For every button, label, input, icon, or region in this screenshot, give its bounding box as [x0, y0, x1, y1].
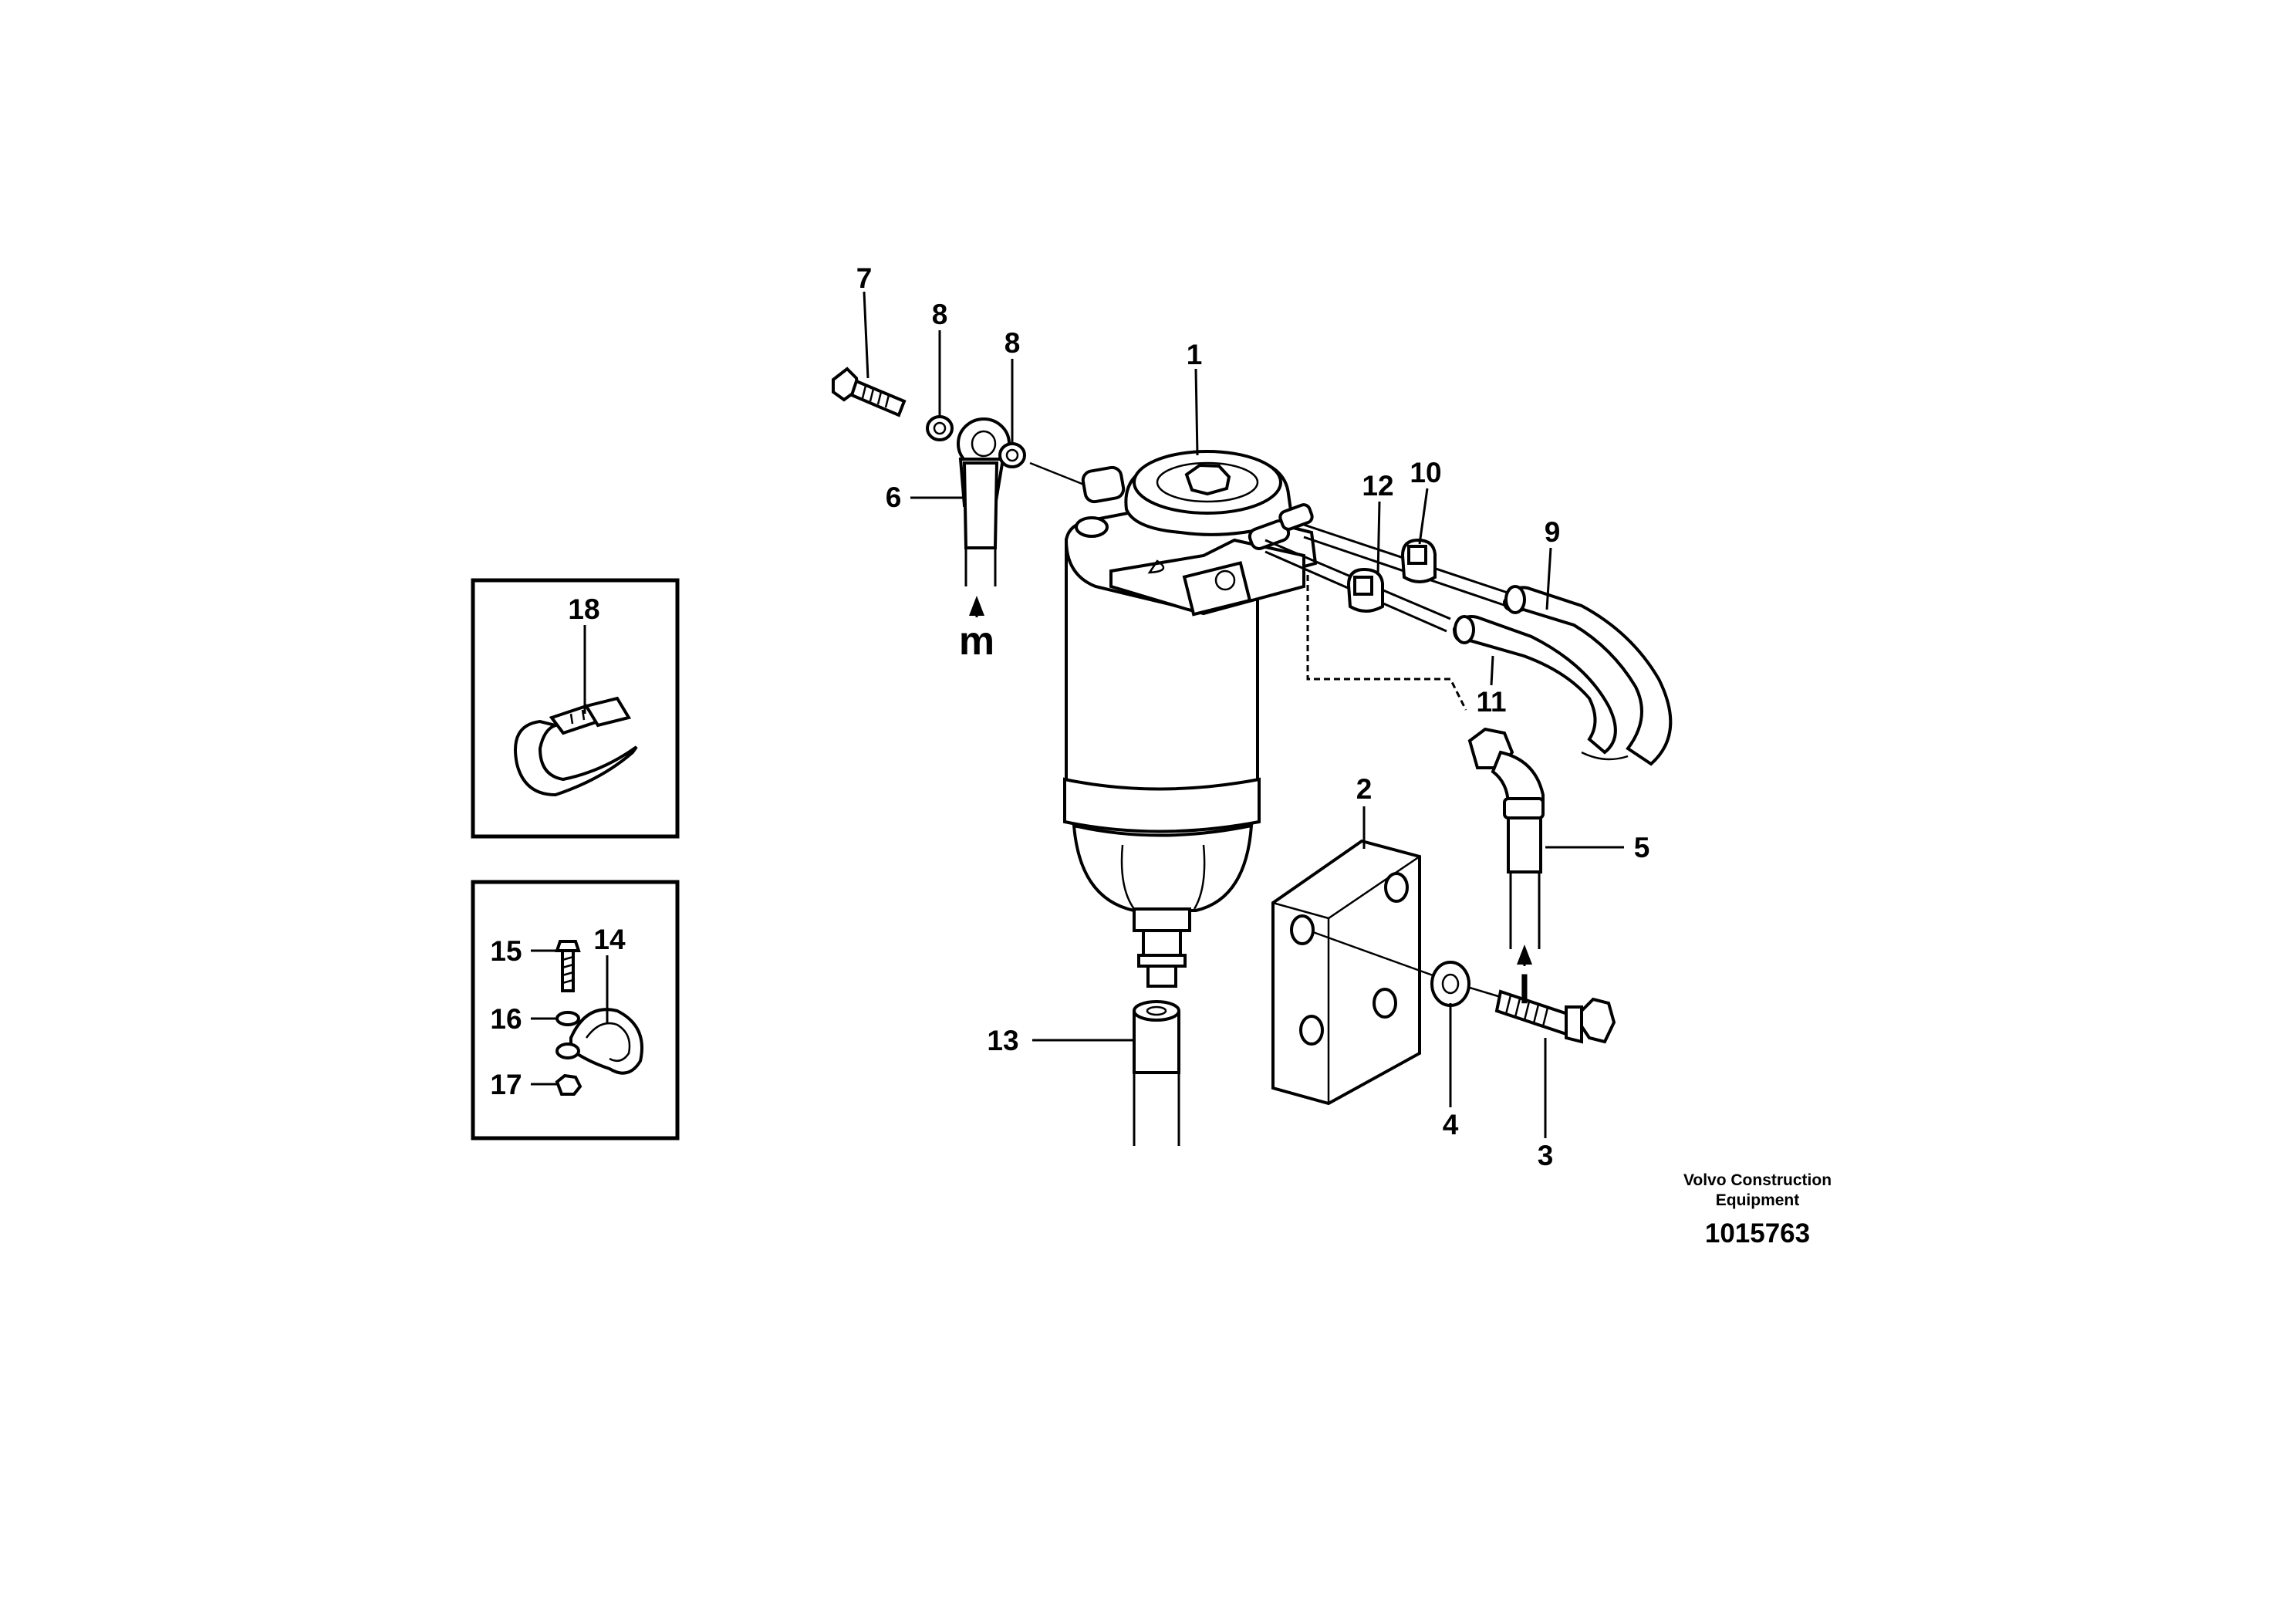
label-part-13: 13 — [987, 1025, 1018, 1056]
label-part-8-right: 8 — [1004, 327, 1021, 359]
label-part-1: 1 — [1187, 339, 1203, 370]
label-arrow-m: m — [959, 619, 994, 664]
inset-box-clamp-14 — [471, 880, 680, 1140]
hose-clamp-12 — [1346, 567, 1384, 613]
label-part-9: 9 — [1545, 516, 1561, 548]
fuel-hose-5 — [1467, 727, 1545, 949]
bolt-3 — [1494, 989, 1616, 1044]
inset-box-clamp-18 — [471, 578, 680, 839]
sealing-washer-right — [998, 442, 1026, 468]
fuel-hose-13 — [1133, 1000, 1180, 1146]
label-part-6: 6 — [886, 482, 902, 513]
banjo-bolt — [832, 367, 907, 417]
label-part-3: 3 — [1538, 1140, 1554, 1171]
fuel-hose-11 — [1264, 539, 1629, 761]
leader-lines — [531, 291, 1624, 1138]
label-part-17: 17 — [490, 1069, 522, 1100]
label-part-16: 16 — [490, 1003, 522, 1035]
label-part-5: 5 — [1634, 832, 1650, 863]
label-part-14: 14 — [593, 924, 626, 955]
sealing-washer-left — [926, 415, 954, 441]
fuel-line-m — [962, 461, 999, 586]
hose-clamp-10 — [1400, 538, 1437, 583]
fuel-filter-housing — [1063, 450, 1318, 988]
label-part-12: 12 — [1362, 470, 1393, 502]
company-name-line2: Equipment — [1716, 1191, 1800, 1209]
label-part-10: 10 — [1410, 457, 1441, 488]
washer-4 — [1430, 961, 1470, 1007]
company-name-line1: Volvo Construction — [1683, 1171, 1832, 1189]
label-part-7: 7 — [856, 262, 873, 294]
label-part-18: 18 — [568, 593, 599, 625]
arrow-m — [969, 596, 984, 617]
drawing-number: 1015763 — [1705, 1218, 1810, 1249]
label-part-11: 11 — [1476, 686, 1506, 718]
arrow-l — [1517, 944, 1532, 966]
label-arrow-l: l — [1519, 968, 1530, 1012]
label-part-15: 15 — [490, 935, 522, 967]
label-part-8-left: 8 — [932, 299, 948, 330]
label-part-2: 2 — [1356, 773, 1373, 805]
mounting-bracket-2 — [1271, 839, 1421, 1106]
label-part-4: 4 — [1443, 1109, 1459, 1140]
